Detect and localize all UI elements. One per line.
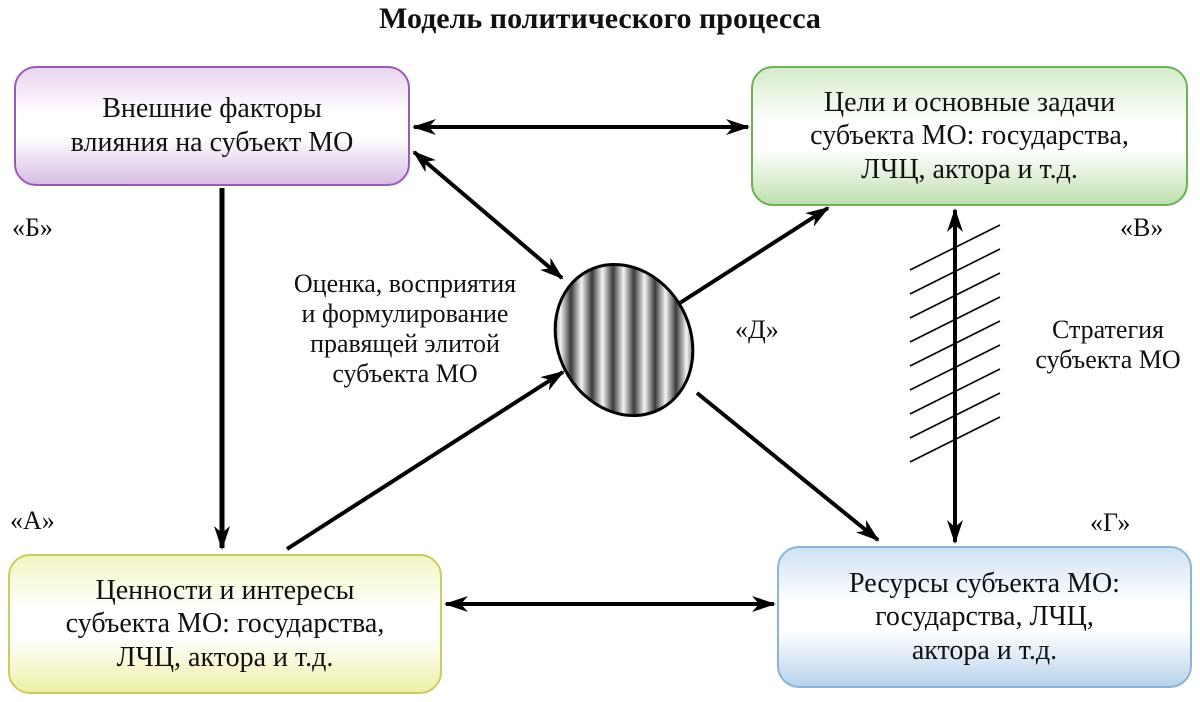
resources-text: Ресурсы субъекта МО: государства, ЛЧЦ, а… <box>849 567 1120 666</box>
arrow-external-elite <box>412 150 564 280</box>
arrow-values-elite <box>285 370 565 551</box>
label-a: «А» <box>10 506 55 535</box>
strategy-hatching <box>909 224 1001 463</box>
label-b: «Б» <box>12 213 53 242</box>
elite-description: Оценка, восприятия и формулирование прав… <box>293 269 517 389</box>
elite-ellipse <box>550 255 700 425</box>
values-box: Ценности и интересы субъекта МО: государ… <box>8 554 442 694</box>
arrow-elite-resources <box>695 391 880 542</box>
resources-box: Ресурсы субъекта МО: государства, ЛЧЦ, а… <box>777 546 1192 688</box>
values-text: Ценности и интересы субъекта МО: государ… <box>65 574 385 673</box>
goals-text: Цели и основные задачи субъекта МО: госу… <box>810 86 1129 185</box>
external-factors-box: Внешние факторы влияния на субъект МО <box>14 66 410 186</box>
goals-box: Цели и основные задачи субъекта МО: госу… <box>751 66 1188 206</box>
page-title: Модель политического процесса <box>379 2 821 35</box>
label-g: «Г» <box>1090 508 1131 537</box>
external-factors-text: Внешние факторы влияния на субъект МО <box>70 93 354 158</box>
strategy-label: Стратегия субъекта МО <box>1035 315 1181 375</box>
arrow-elite-goals <box>670 206 830 310</box>
label-v: «В» <box>1120 213 1164 242</box>
label-d: «Д» <box>735 315 779 344</box>
